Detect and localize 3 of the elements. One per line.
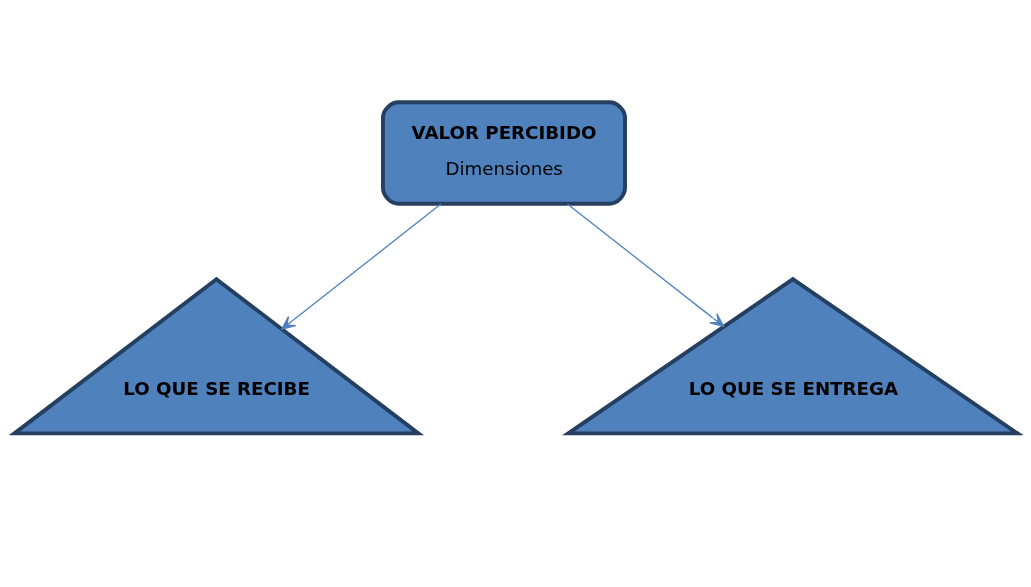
arrow — [566, 203, 724, 327]
node-box: VALOR PERCIBIDO Dimensiones — [380, 100, 627, 206]
arrow — [280, 203, 441, 330]
